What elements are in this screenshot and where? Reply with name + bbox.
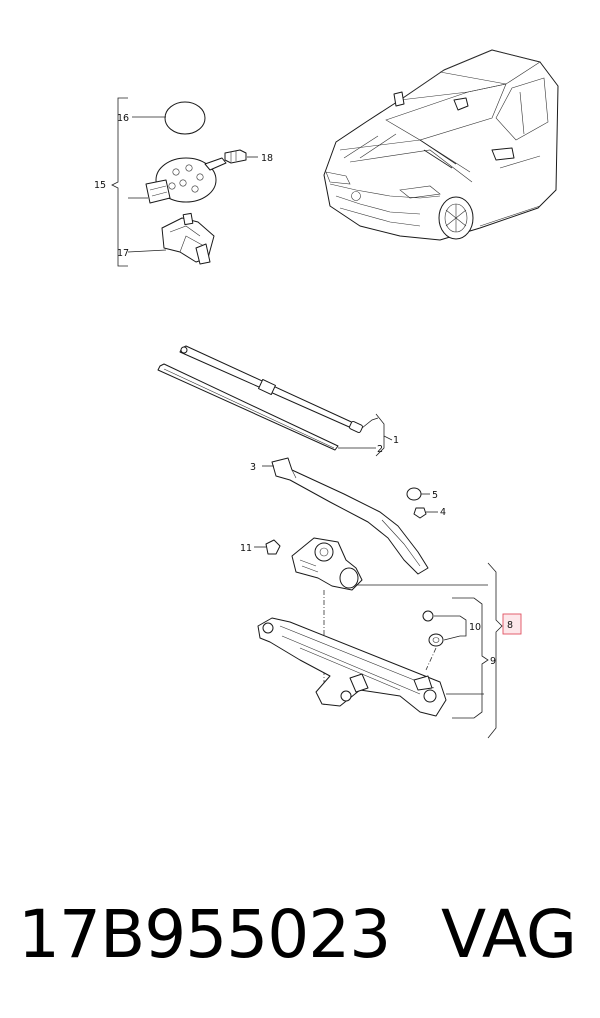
arm-nut <box>413 507 427 519</box>
callout-10: 10 <box>469 622 481 633</box>
callout-8: 8 <box>507 620 513 631</box>
wiper-linkage-group: 10 9 8 <box>257 562 522 739</box>
car-illustration <box>323 49 559 241</box>
parts-diagram: 15 16 18 <box>94 49 559 739</box>
callout-4: 4 <box>440 507 446 518</box>
wiper-blades: 1 2 <box>157 345 399 457</box>
wiper-blade-2 <box>157 363 339 451</box>
part-number: 17B955023 <box>18 896 391 973</box>
callout-3: 3 <box>250 462 256 473</box>
callout-2: 2 <box>377 444 383 455</box>
callout-9: 9 <box>490 656 496 667</box>
callout-17: 17 <box>117 248 129 259</box>
gel-pad <box>164 101 206 135</box>
linkage-nut <box>428 633 444 647</box>
caption-bar: 17B955023 VAG <box>0 880 600 990</box>
callout-18: 18 <box>261 153 273 164</box>
rain-light-sensor <box>145 157 227 204</box>
callout-16: 16 <box>117 113 129 124</box>
sensor-bracket <box>161 212 215 265</box>
wiper-arm-group: 3 5 4 <box>250 457 446 575</box>
callout-15: 15 <box>94 180 106 191</box>
arm-cap <box>406 487 422 501</box>
brand-label: VAG <box>441 896 578 973</box>
wiper-motor-group: 11 <box>240 537 488 706</box>
callout-1: 1 <box>393 435 399 446</box>
wiper-arm <box>271 457 429 575</box>
callout-8-highlight <box>502 613 522 635</box>
wiper-motor <box>291 537 363 591</box>
motor-nut <box>265 539 281 555</box>
connector-plug <box>224 149 247 164</box>
callout-11: 11 <box>240 543 252 554</box>
callout-5: 5 <box>432 490 438 501</box>
linkage-cap <box>422 610 434 622</box>
rain-sensor-group: 15 16 18 <box>94 97 273 267</box>
wiper-linkage <box>257 617 447 717</box>
